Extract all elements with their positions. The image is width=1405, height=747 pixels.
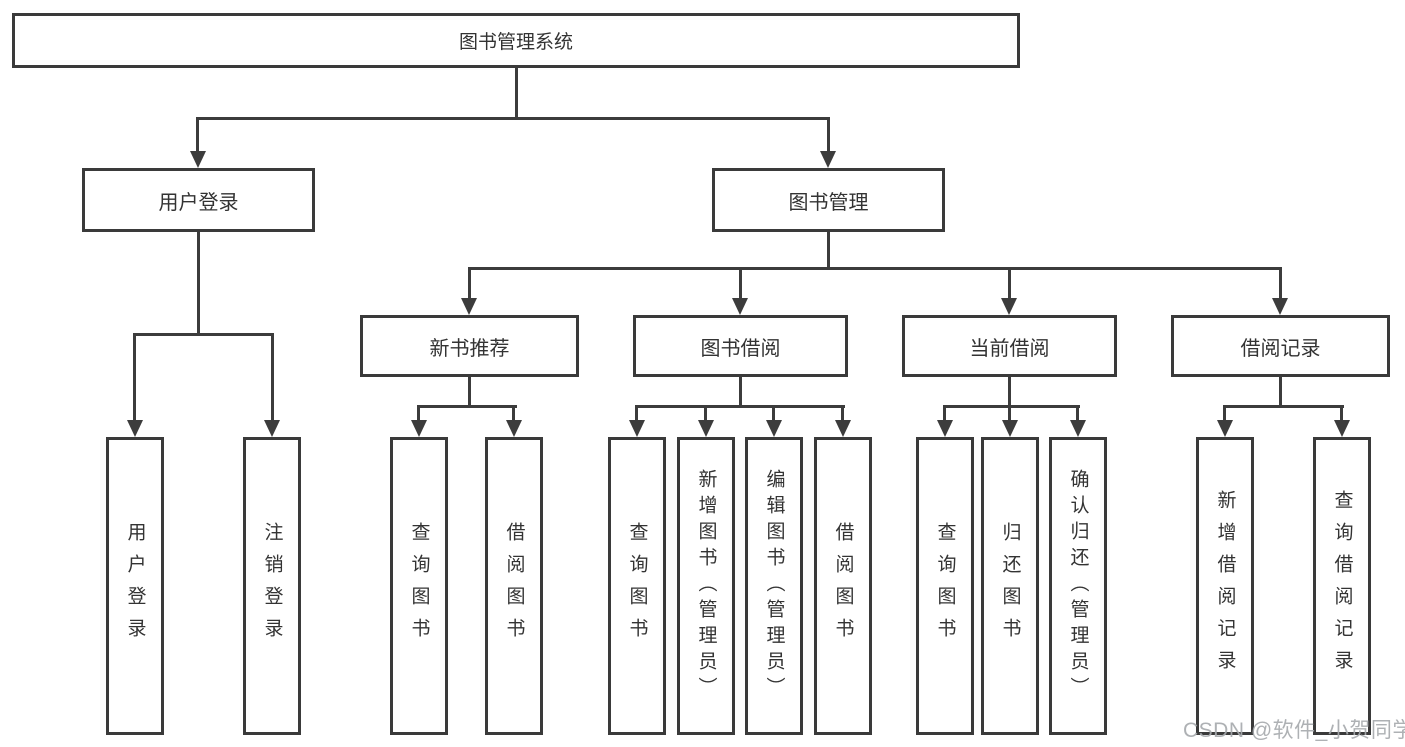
- arrow-down-icon: [411, 420, 427, 437]
- arrow-down-icon: [937, 420, 953, 437]
- connector-line: [468, 267, 1282, 270]
- connector-line: [512, 405, 515, 420]
- connector-line: [515, 68, 518, 120]
- leaf-return-book: 归还图书: [981, 437, 1039, 735]
- leaf-edit-book-admin: 编辑图书（管理员）: [745, 437, 803, 735]
- arrow-down-icon: [461, 298, 477, 315]
- arrow-down-icon: [1217, 420, 1233, 437]
- connector-line: [739, 267, 742, 298]
- connector-line: [827, 232, 830, 270]
- leaf-borrow-books: 借阅图书: [814, 437, 872, 735]
- leaf-logout: 注销登录: [243, 437, 301, 735]
- leaf-add-borrow-record: 新增借阅记录: [1196, 437, 1254, 735]
- connector-line: [943, 405, 1080, 408]
- connector-line: [704, 405, 707, 420]
- connector-line: [739, 377, 742, 408]
- node-user-login: 用户登录: [82, 168, 315, 232]
- arrow-down-icon: [190, 151, 206, 168]
- leaf-add-book-admin: 新增图书（管理员）: [677, 437, 735, 735]
- node-book-management: 图书管理: [712, 168, 945, 232]
- connector-line: [1279, 267, 1282, 298]
- arrow-down-icon: [629, 420, 645, 437]
- connector-line: [841, 405, 844, 420]
- connector-line: [1223, 405, 1226, 420]
- connector-line: [197, 232, 200, 336]
- connector-line: [943, 405, 946, 420]
- arrow-down-icon: [127, 420, 143, 437]
- leaf-query-books-recommend: 查询图书: [390, 437, 448, 735]
- connector-line: [468, 267, 471, 298]
- arrow-down-icon: [1334, 420, 1350, 437]
- connector-line: [417, 405, 420, 420]
- arrow-down-icon: [1001, 298, 1017, 315]
- connector-line: [1076, 405, 1079, 420]
- node-current-borrowing: 当前借阅: [902, 315, 1117, 377]
- connector-line: [635, 405, 638, 420]
- connector-line: [1008, 267, 1011, 298]
- node-library-management-system: 图书管理系统: [12, 13, 1020, 68]
- connector-line: [196, 117, 830, 120]
- connector-line: [133, 333, 136, 420]
- arrow-down-icon: [820, 151, 836, 168]
- connector-line: [1223, 405, 1344, 408]
- leaf-query-borrow-record: 查询借阅记录: [1313, 437, 1371, 735]
- leaf-confirm-return-admin: 确认归还（管理员）: [1049, 437, 1107, 735]
- connector-line: [635, 405, 845, 408]
- connector-line: [1279, 377, 1282, 408]
- node-book-borrowing: 图书借阅: [633, 315, 848, 377]
- connector-line: [1008, 405, 1011, 420]
- connector-line: [271, 333, 274, 420]
- connector-line: [827, 117, 830, 152]
- connector-line: [468, 377, 471, 408]
- arrow-down-icon: [766, 420, 782, 437]
- arrow-down-icon: [732, 298, 748, 315]
- arrow-down-icon: [1002, 420, 1018, 437]
- connector-line: [417, 405, 517, 408]
- leaf-query-books-borrowing: 查询图书: [608, 437, 666, 735]
- connector-line: [133, 333, 274, 336]
- arrow-down-icon: [698, 420, 714, 437]
- leaf-query-books-current: 查询图书: [916, 437, 974, 735]
- csdn-watermark: CSDN @软件_小贺同学: [1183, 719, 1405, 742]
- connector-line: [772, 405, 775, 420]
- arrow-down-icon: [1272, 298, 1288, 315]
- connector-line: [1008, 377, 1011, 408]
- leaf-user-login: 用户登录: [106, 437, 164, 735]
- arrow-down-icon: [835, 420, 851, 437]
- connector-line: [196, 117, 199, 152]
- arrow-down-icon: [1070, 420, 1086, 437]
- leaf-borrow-books-recommend: 借阅图书: [485, 437, 543, 735]
- connector-line: [1340, 405, 1343, 420]
- arrow-down-icon: [264, 420, 280, 437]
- node-new-book-recommend: 新书推荐: [360, 315, 579, 377]
- node-borrowing-records: 借阅记录: [1171, 315, 1390, 377]
- arrow-down-icon: [506, 420, 522, 437]
